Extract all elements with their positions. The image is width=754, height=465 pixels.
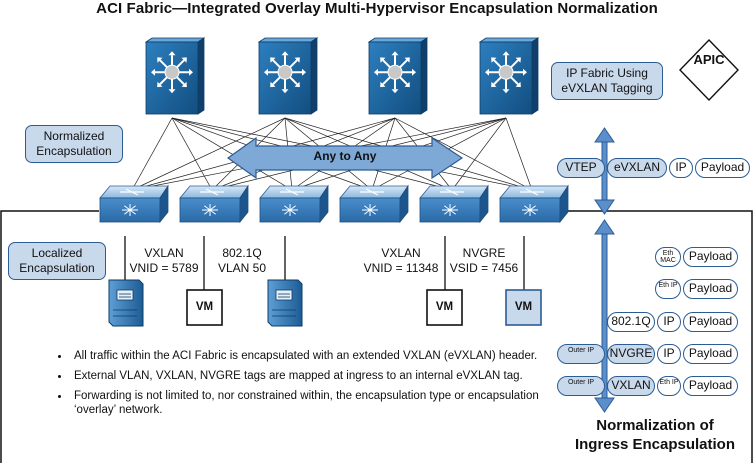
packet-evxlan: eVXLAN <box>607 158 667 178</box>
row2-payload: Payload <box>683 279 738 299</box>
vm-label: VM <box>435 301 454 313</box>
spine-switch-icon <box>257 37 319 115</box>
bullet-item: External VLAN, VXLAN, NVGRE tags are map… <box>70 369 540 383</box>
vm-box <box>505 289 542 326</box>
row2-eth-ip: Eth IP <box>655 279 681 299</box>
vm-box <box>426 289 463 326</box>
bullet-item: All traffic within the ACI Fabric is enc… <box>70 349 540 363</box>
spine-switch-icon <box>144 37 206 115</box>
packet-vtep: VTEP <box>557 158 605 178</box>
leaf-switch-icon <box>179 184 249 224</box>
row5-payload: Payload <box>683 376 738 396</box>
localized-boundary <box>0 210 753 463</box>
row5-outer-ip: Outer IP <box>557 376 605 396</box>
spine-switch-icon <box>478 37 540 115</box>
row4-outer-ip: Outer IP <box>557 344 605 364</box>
vm-box <box>186 289 223 326</box>
row3-ip: IP <box>657 312 681 332</box>
vm-label: VM <box>195 301 214 313</box>
packet-ip: IP <box>669 158 693 178</box>
vertical-arrow-lower <box>594 219 615 413</box>
vm-label: VM <box>514 301 533 313</box>
spine-switch-icon <box>367 37 429 115</box>
row4-payload: Payload <box>683 344 738 364</box>
apic-diamond <box>679 38 739 102</box>
host-links <box>124 236 525 290</box>
diagram-title: ACI Fabric—Integrated Overlay Multi-Hype… <box>96 0 658 17</box>
any-to-any-label: Any to Any <box>313 149 377 163</box>
leaf-switch-icon <box>259 184 329 224</box>
leaf-switch-icon <box>339 184 409 224</box>
packet-payload: Payload <box>695 158 750 178</box>
row3-dot1q: 802.1Q <box>607 312 655 332</box>
row4-ip: IP <box>657 344 681 364</box>
server-icon <box>108 279 144 327</box>
row3-payload: Payload <box>683 312 738 332</box>
row4-nvgre: NVGRE <box>607 344 655 364</box>
leaf-switch-icon <box>419 184 489 224</box>
row5-vxlan: VXLAN <box>607 376 655 396</box>
apic-label: APIC <box>693 52 725 67</box>
leaf-switch-icon <box>499 184 569 224</box>
bullet-list: All traffic within the ACI Fabric is enc… <box>42 349 540 423</box>
any-to-any-arrow <box>226 136 464 180</box>
server-icon <box>267 279 303 327</box>
leaf-switch-icon <box>99 184 169 224</box>
bullet-item: Forwarding is not limited to, nor constr… <box>70 389 540 417</box>
row1-payload: Payload <box>683 247 738 267</box>
row1-eth-mac: Eth MAC <box>655 247 681 267</box>
row5-eth-ip: Eth IP <box>657 376 681 396</box>
